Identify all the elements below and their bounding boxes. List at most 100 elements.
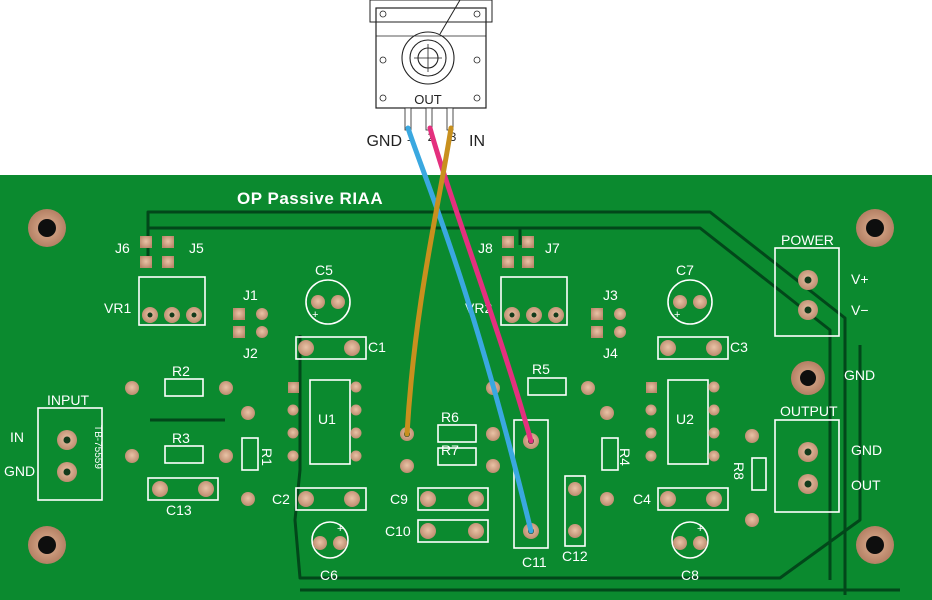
plus-mark: + [697,523,703,535]
pad-u2 [646,382,657,393]
pad-c7 [693,295,707,309]
pad-j6 [140,256,152,268]
pad-c3 [660,340,676,356]
label-input-in: IN [10,429,24,445]
label-v-plus: V+ [851,271,869,287]
pot-mount-hole [473,56,481,64]
pad-u1 [350,404,362,416]
silkscreen-labels: OP Passive RIAA J6 J5 J8 J7 VR1 VR2 J1 J… [4,189,882,583]
pot-pin-number: 3 [450,130,457,144]
silkscreen-outlines [37,247,840,559]
label-input: INPUT [47,392,89,408]
power-connector-outline [774,247,840,337]
pot-shaft-ring [409,39,447,77]
trace [146,210,847,595]
u1-outline [309,379,351,465]
label-output-gnd: GND [851,442,882,458]
label-r2: R2 [172,363,190,379]
label-power: POWER [781,232,834,248]
mounting-hole-drill [38,536,56,554]
wires [404,125,534,534]
pad-r4 [600,406,614,420]
label-c8: C8 [681,567,699,583]
label-j4: J4 [603,345,618,361]
pad-u2 [645,450,657,462]
pad-c12 [568,482,582,496]
c7-outline [667,279,713,325]
pad-r8 [745,429,759,443]
pad-j1 [233,308,245,320]
drill [191,312,197,318]
wire-blue-gnd [405,125,534,534]
label-c3: C3 [730,339,748,355]
pad-c4 [706,491,722,507]
label-c10: C10 [385,523,411,539]
pad-u2 [708,404,720,416]
label-r6: R6 [441,409,459,425]
pad-c2 [344,491,360,507]
pad-c5 [331,295,345,309]
label-gnd: GND [844,367,875,383]
pad-c10 [420,523,436,539]
trace [293,335,862,580]
label-r7: R7 [441,442,459,458]
pad-u1 [350,381,362,393]
mounting-hole-drill [38,219,56,237]
plus-mark: + [337,523,343,535]
pad-c6 [333,536,347,550]
pad-r6 [486,427,500,441]
pad-r3 [125,449,139,463]
label-v-minus: V− [851,302,869,318]
label-c7: C7 [676,262,694,278]
label-r5: R5 [532,361,550,377]
pot-leader-line [439,0,461,35]
c6-outline [311,521,349,559]
label-c2: C2 [272,491,290,507]
pad-c2 [298,491,314,507]
pad-r7 [400,459,414,473]
c8-outline [671,521,709,559]
pad-j4 [614,326,626,338]
c3-outline [657,336,729,360]
vr2-outline [500,276,568,326]
pad-u2 [645,427,657,439]
pad-r2 [219,381,233,395]
label-j7: J7 [545,240,560,256]
pad-j7 [522,236,534,248]
c13-outline [147,477,219,501]
r3-outline [164,445,204,464]
pad-c4 [660,491,676,507]
pad-u2 [645,404,657,416]
drill [509,312,515,318]
gnd-hole-drill [800,370,816,386]
pad-c5 [311,295,325,309]
pad-c8 [673,536,687,550]
pad-r8 [745,513,759,527]
pad-u1 [287,404,299,416]
r5-outline [527,377,567,396]
label-c6: C6 [320,567,338,583]
label-c13: C13 [166,502,192,518]
label-r4: R4 [617,448,633,466]
pad-c7 [673,295,687,309]
pad-j8 [502,256,514,268]
label-j8: J8 [478,240,493,256]
pad-c1 [344,340,360,356]
pad-j3 [614,308,626,320]
pad-u1 [350,450,362,462]
pad-r1 [241,492,255,506]
r8-outline [751,457,767,491]
label-j2: J2 [243,345,258,361]
c10-outline [417,519,489,543]
label-vr1: VR1 [104,300,131,316]
drill [147,312,153,318]
label-input-gnd: GND [4,463,35,479]
drill [804,276,812,284]
drill [553,312,559,318]
plus-mark: + [312,309,318,321]
c2-outline [295,487,367,511]
label-r3: R3 [172,430,190,446]
output-connector-outline [774,419,840,513]
pad-j7 [522,256,534,268]
pad-j2 [256,326,268,338]
